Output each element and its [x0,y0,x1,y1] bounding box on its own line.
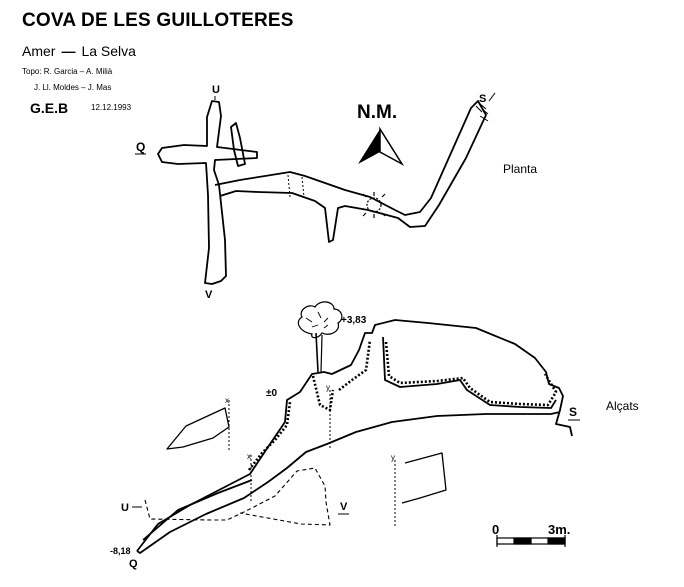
section-lower-floor [142,479,253,541]
section-floor [136,411,561,554]
location-town: Amer [22,43,56,59]
section-point-q: Q [129,558,138,570]
section-isolated-passage [166,407,230,450]
plan-outline-left [157,100,258,285]
location-line: Amer — La Selva [22,44,136,58]
plan-view-label: Planta [503,162,537,176]
scale-start: 0 [492,522,499,537]
plan-main-gallery [214,100,487,243]
section-point-y-1: y [326,383,330,392]
section-point-y-2: y [391,453,395,462]
plan-point-s-tick [488,92,496,102]
plan-side-branch [230,122,246,167]
location-separator: — [61,43,76,59]
topo-credits-line1: Topo: R. Garcia – A. Milià [22,67,113,76]
tree-icon [297,301,343,373]
section-rock-hatching [247,339,558,471]
section-view [136,319,573,554]
club-label: G.E.B [30,100,69,116]
scale-bar [496,535,566,547]
north-label: N.M. [357,102,398,123]
location-region: La Selva [81,43,136,59]
section-point-v: V [340,501,348,513]
plan-entrance-hatch [475,102,489,122]
topo-credits-line2: J. Ll. Moldes – J. Mas [34,83,112,92]
plan-constriction [362,192,386,218]
page-title: COVA DE LES GUILLOTERES [22,10,294,31]
section-chamber-step [382,336,557,409]
section-point-x-2: x [247,452,251,461]
plan-view [157,100,489,285]
survey-date: 12.12.1993 [91,103,132,112]
section-isolated-passage-2 [401,452,447,504]
plan-point-s: S [479,93,486,105]
section-point-s: S [569,405,577,419]
plan-point-u: U [212,84,220,96]
section-view-label: Alçats [606,399,639,413]
plan-section-marker-1 [287,174,305,198]
plan-point-v: V [205,289,213,301]
scale-end: 3m. [548,522,570,537]
plan-point-q: Q [136,140,145,154]
north-arrow-icon [358,126,405,167]
section-elev-zero: ±0 [266,388,277,399]
section-ceiling [136,319,573,552]
section-elev-bottom: -8,18 [110,546,131,556]
section-projected-passage [144,467,331,526]
section-vertical-markers [228,390,396,527]
section-point-x-1: x [225,396,229,405]
section-elev-top: +3,83 [341,315,367,326]
section-point-u: U [121,502,129,514]
